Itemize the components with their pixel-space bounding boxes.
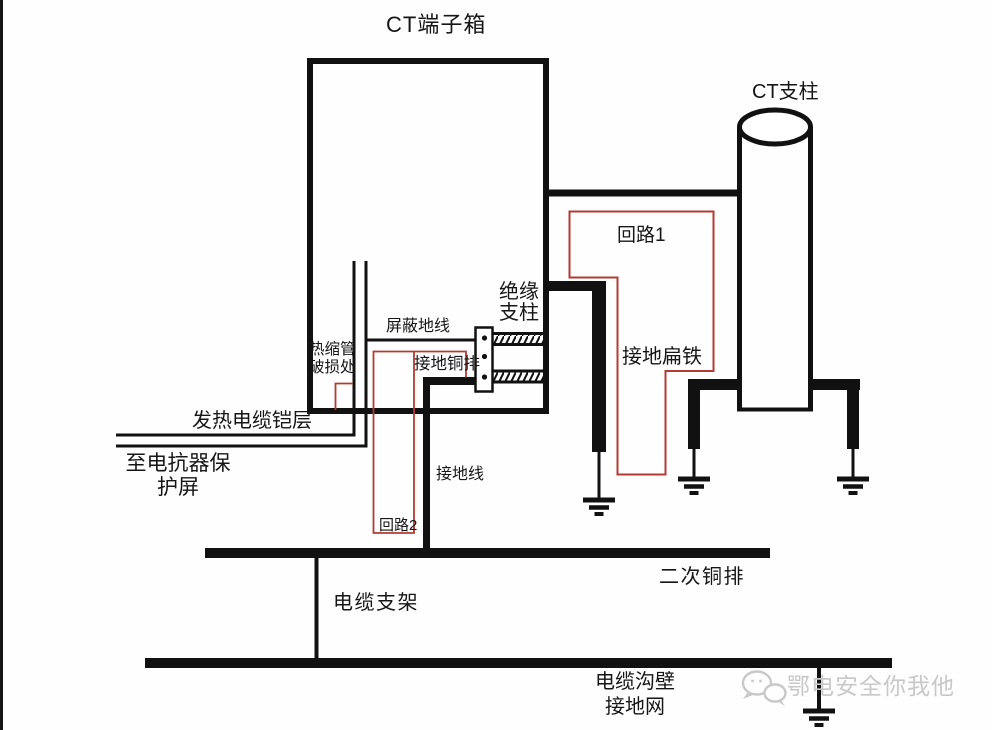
ground-wire-conductor — [423, 377, 476, 553]
box-ground-conductor — [546, 281, 606, 500]
heat-shrink-damage-marker — [334, 382, 353, 410]
trench-wall-ground-label: 电缆沟壁 接地网 — [595, 671, 675, 718]
pillar-ground-flat-iron-right — [808, 379, 860, 478]
ct-pillar-shape — [737, 107, 813, 412]
heat-shrink-damage-label: 热缩管 破损处 — [309, 341, 356, 376]
terminal-strip-screws — [481, 335, 488, 380]
earth-symbol — [837, 479, 869, 493]
earth-symbol — [803, 711, 835, 725]
trench-wall-ground-bar — [145, 658, 892, 668]
wechat-chat-bubbles-icon — [741, 670, 787, 706]
ct-pillar-label: CT支柱 — [752, 81, 819, 103]
earth-symbol — [678, 479, 710, 493]
loop2-path — [372, 350, 467, 534]
loop2-label: 回路2 — [379, 517, 418, 534]
secondary-copper-bus-bar — [205, 548, 770, 558]
earth-symbol — [583, 500, 615, 514]
secondary-copper-bar-label: 二次铜排 — [659, 566, 745, 588]
watermark-text: 鄂电安全你我他 — [787, 673, 955, 699]
ct-terminal-box-label: CT端子箱 — [386, 12, 487, 37]
cable-support-label: 电缆支架 — [333, 592, 419, 614]
loop1-label: 回路1 — [617, 225, 666, 246]
ground-wire-label: 接地线 — [436, 466, 485, 483]
insulation-pillar-label: 绝缘 支柱 — [499, 281, 539, 324]
to-reactor-panel-label: 至电抗器保 护屏 — [125, 452, 231, 499]
heating-cable-lines — [116, 261, 477, 448]
loop1-path — [568, 210, 715, 476]
insulated-copper-bars — [493, 332, 546, 384]
image-left-border — [0, 0, 3, 730]
heating-cable-armor-label: 发热电缆铠层 — [192, 410, 312, 432]
terminal-strip — [474, 326, 494, 393]
ground-copper-bar-label: 接地铜排 — [414, 355, 480, 373]
pillar-ground-flat-iron-left — [688, 379, 740, 478]
ground-flat-iron-label: 接地扁铁 — [622, 346, 702, 368]
shield-ground-wire-label: 屏蔽地线 — [386, 318, 451, 335]
